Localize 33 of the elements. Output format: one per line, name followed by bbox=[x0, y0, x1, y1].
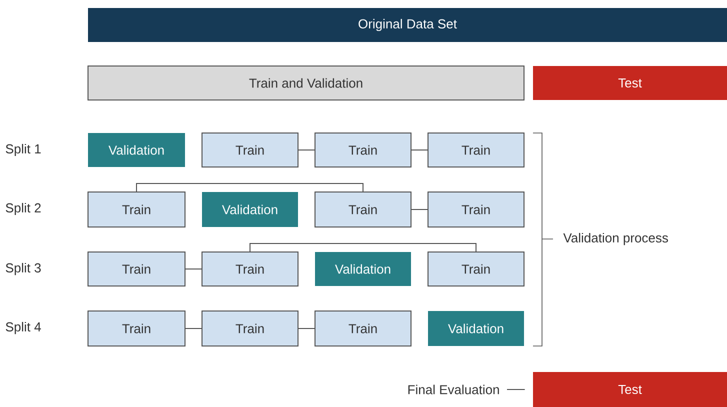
connector-line bbox=[506, 389, 526, 390]
train-box: Train bbox=[314, 192, 412, 228]
train-box: Train bbox=[314, 132, 412, 168]
train-box: Train bbox=[428, 132, 524, 168]
validation-box: Validation bbox=[88, 133, 185, 167]
test-bar: Test bbox=[533, 372, 727, 407]
train-box: Train bbox=[202, 132, 298, 168]
train-box: Train bbox=[202, 310, 298, 346]
validation-box: Validation bbox=[315, 252, 411, 286]
split-label: Split 2 bbox=[6, 202, 41, 216]
train-box: Train bbox=[88, 252, 186, 286]
connector-line bbox=[185, 328, 202, 329]
process-label: Validation process bbox=[563, 232, 668, 246]
validation-box: Validation bbox=[428, 311, 524, 346]
train-box: Train bbox=[314, 310, 412, 346]
connector-line bbox=[136, 183, 364, 192]
train-box: Train bbox=[428, 192, 524, 228]
evaluation-text: Final Evaluation bbox=[408, 384, 499, 394]
train-box: Train bbox=[202, 252, 298, 286]
connector-line bbox=[298, 328, 315, 329]
validation-box: Validation bbox=[202, 192, 298, 227]
train-box: Train bbox=[88, 310, 186, 346]
connector-line bbox=[185, 268, 202, 270]
split-label: Split 1 bbox=[6, 144, 41, 156]
train-box: Train bbox=[88, 192, 186, 228]
test-bar: Test bbox=[533, 66, 727, 100]
train-box: Train bbox=[428, 252, 524, 286]
data-bar: Train and Validation bbox=[88, 66, 524, 100]
connector-line bbox=[411, 209, 428, 210]
split-label: Split 3 bbox=[6, 262, 41, 276]
connector-line bbox=[250, 243, 476, 252]
split-label: Split 4 bbox=[6, 322, 41, 334]
data-set-bar: Original Data Set bbox=[88, 8, 727, 42]
